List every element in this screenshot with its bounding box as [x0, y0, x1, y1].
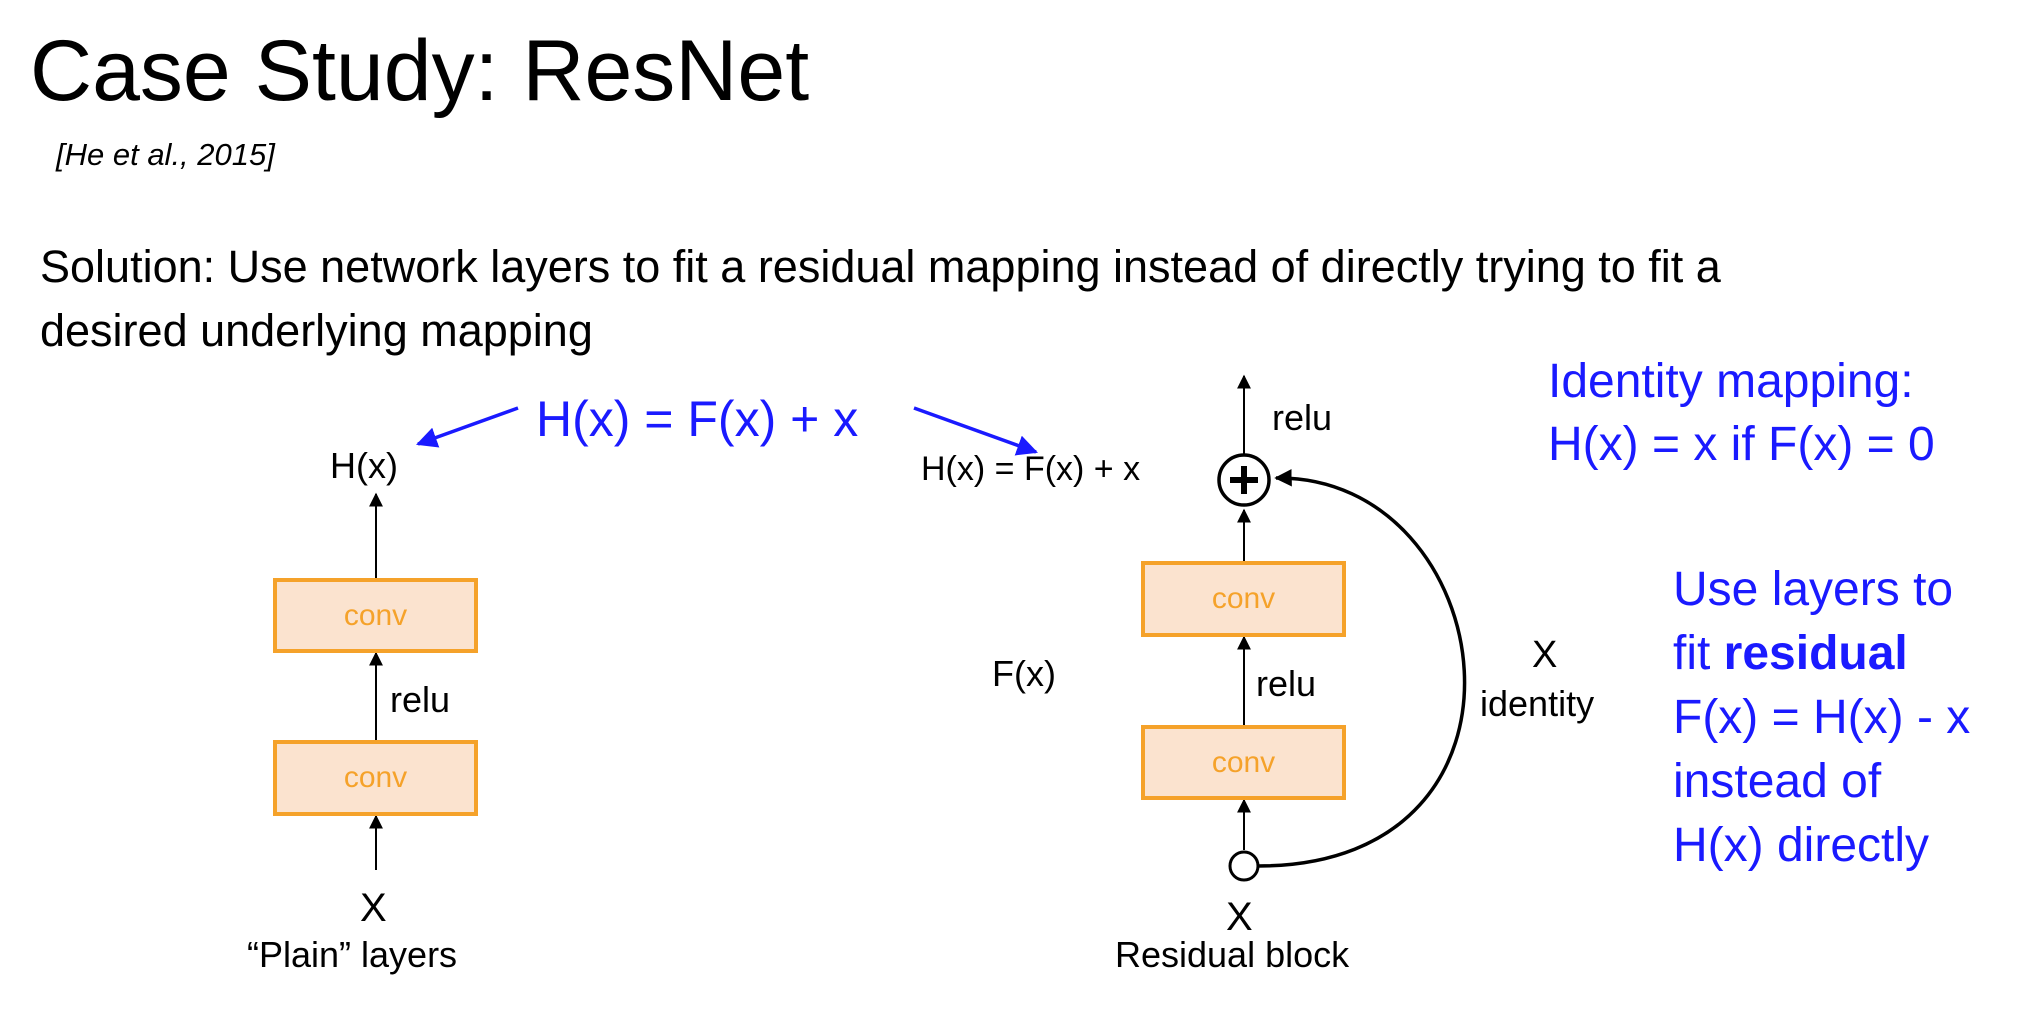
- identity-note-line-2: H(x) = x if F(x) = 0: [1548, 418, 1935, 471]
- residual-note-line-1: Use layers to: [1673, 563, 1954, 616]
- residual-note-prefix: fit: [1673, 627, 1724, 680]
- residual-caption: Residual block: [1115, 934, 1350, 975]
- plain-relu-label: relu: [390, 679, 451, 720]
- residual-input-label: X: [1226, 895, 1253, 939]
- residual-note-line-4: instead of: [1673, 755, 1882, 808]
- solution-line-2: desired underlying mapping: [40, 305, 593, 356]
- residual-relu-mid: relu: [1256, 663, 1317, 704]
- residual-conv-bottom: conv: [1141, 725, 1346, 800]
- main-equation: H(x) = F(x) + x: [536, 391, 859, 447]
- skip-x-label: X: [1532, 634, 1558, 676]
- residual-relu-top: relu: [1272, 397, 1333, 438]
- residual-note-line-5: H(x) directly: [1673, 819, 1930, 872]
- plain-caption: “Plain” layers: [247, 934, 458, 975]
- residual-note-line-2: fit residual: [1673, 622, 1970, 686]
- blue-arrow-left: [416, 406, 519, 448]
- residual-note-bold: residual: [1723, 627, 1908, 680]
- blue-arrow-right: [913, 406, 1038, 456]
- plain-output-label: H(x): [330, 445, 398, 486]
- residual-conv-top: conv: [1141, 561, 1346, 637]
- plain-conv-bottom: conv: [273, 740, 478, 816]
- solution-line-1: Solution: Use network layers to fit a re…: [40, 241, 1721, 292]
- residual-note: Use layers to fit residual F(x) = H(x) -…: [1673, 558, 1970, 878]
- residual-output-equation: H(x) = F(x) + x: [921, 450, 1141, 488]
- input-node: [1228, 850, 1260, 882]
- plain-conv-top: conv: [273, 578, 478, 653]
- identity-mapping-note: Identity mapping: H(x) = x if F(x) = 0: [1548, 350, 1935, 476]
- residual-fx-label: F(x): [992, 653, 1056, 694]
- page-title: Case Study: ResNet: [30, 23, 810, 119]
- plain-input-label: X: [360, 886, 387, 930]
- citation: [He et al., 2015]: [56, 137, 275, 172]
- residual-note-line-3: F(x) = H(x) - x: [1673, 691, 1971, 744]
- skip-connection: [1257, 469, 1467, 868]
- skip-identity-label: identity: [1480, 683, 1595, 724]
- identity-note-line-1: Identity mapping:: [1548, 355, 1914, 408]
